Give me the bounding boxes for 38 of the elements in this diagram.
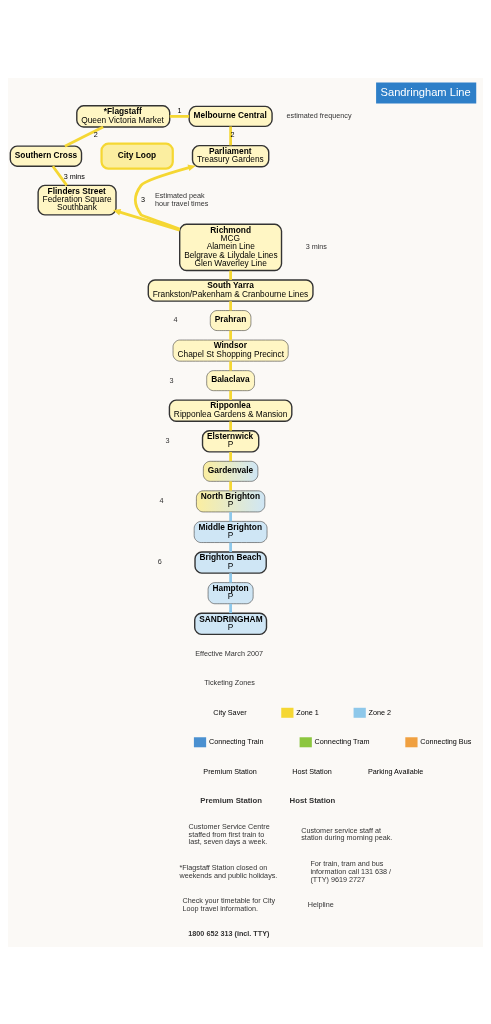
node-box: Brighton Beach P — [194, 550, 267, 574]
connector — [229, 270, 232, 280]
connector — [169, 114, 190, 118]
node-box: Hampton P — [207, 581, 254, 604]
connector — [229, 542, 232, 552]
node-box: Parliament Treasury Gardens — [191, 144, 270, 167]
node-box: Ripponlea Ripponlea Gardens & Mansion — [168, 398, 293, 422]
connector — [51, 164, 68, 186]
connector — [229, 511, 232, 521]
node-box: Flinders Street Federation Square Southbank — [37, 184, 117, 216]
connector — [229, 603, 232, 613]
node-box: SANDRINGHAM P — [194, 612, 268, 635]
node-box: Balaclava — [206, 369, 255, 391]
node-box: *Flagstaff Queen Victoria Market — [76, 104, 171, 128]
node-box: South Yarra Frankston/Pakenham & Cranbourne Lines — [147, 278, 314, 302]
node-box: Windsor Chapel St Shopping Precinct — [172, 339, 289, 361]
diagram-title: Sandringham Line — [380, 85, 471, 98]
connector — [229, 451, 232, 461]
connector — [229, 300, 232, 310]
node-box: North Brighton P — [196, 490, 266, 512]
connector — [229, 126, 232, 145]
node-box: Richmond MCG Alamein Line Belgrave & Lilydale Lines Glen Waverley Line — [179, 223, 283, 271]
node-box: Southern Cross — [9, 144, 83, 167]
connector — [229, 480, 232, 491]
arrow — [112, 208, 181, 232]
connector — [229, 360, 232, 370]
connector — [229, 390, 232, 400]
node-box: Melbourne Central — [188, 105, 273, 127]
node-box: Gardenvale — [203, 460, 259, 482]
node-box: City Loop — [100, 142, 174, 170]
node-box: Elsternwick P — [201, 429, 260, 453]
connector — [64, 125, 104, 147]
node-box: Prahran — [210, 309, 252, 331]
node-box: Middle Brighton P — [193, 520, 268, 543]
connector — [229, 420, 232, 431]
connector — [229, 572, 232, 583]
connector — [229, 330, 232, 340]
arrow — [133, 164, 196, 230]
